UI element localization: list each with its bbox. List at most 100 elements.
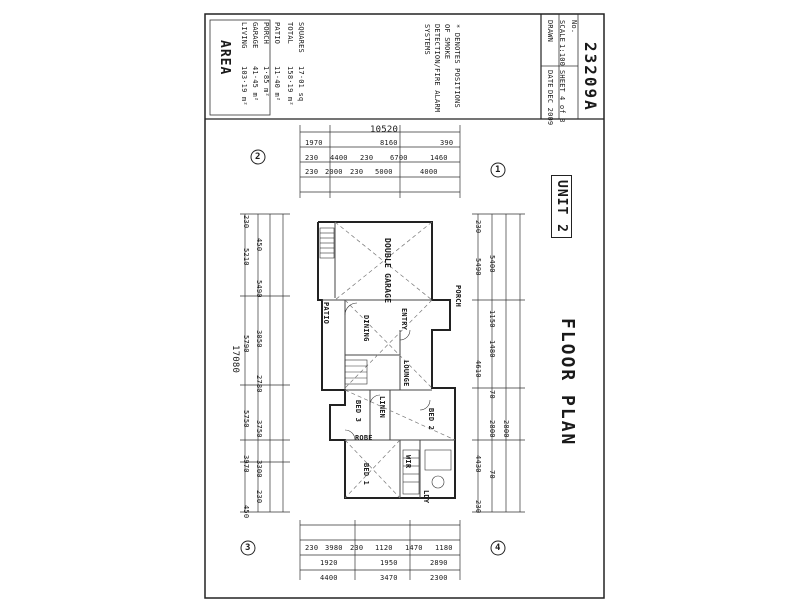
dimension-label: 1970 [305,139,323,147]
dimension-label: 4430 [474,455,482,473]
area-box [209,19,271,116]
grid-marker-1: 1 [495,165,501,175]
unit-title: UNIT 2 [551,175,572,238]
area-row-label: SQUARES [297,22,305,53]
dimension-label: 2890 [430,559,448,567]
room-label: ENTRY [400,308,408,331]
area-row-value: 158·19 m² [286,66,294,106]
room-label: BED 3 [354,400,362,423]
dimension-top-overall: 17080 [230,345,240,374]
sheet-value: 4 of 8 [558,96,566,123]
dimension-label: 8160 [380,139,398,147]
area-row-value: 17·01 sq [297,66,305,102]
room-label: WIR [404,455,412,469]
dimension-label: 1480 [488,340,496,358]
dimension-label: 3980 [325,544,343,552]
dimension-label: 3050 [255,330,263,348]
dimension-label: 70 [488,470,496,479]
date-label: DATE [546,70,554,88]
floor-plan-title: FLOOR PLAN [557,318,578,447]
room-label: LINEN [378,396,386,419]
dimension-lines-left [299,125,461,198]
dimension-label: 5000 [375,168,393,176]
dimension-lines-right [299,520,461,580]
dimension-label: 230 [360,154,374,162]
dimension-label: 4610 [474,360,482,378]
dimension-label: 230 [474,500,482,514]
area-row-label: PATIO [273,22,281,45]
dimension-label: 5490 [474,258,482,276]
sheet-border [204,13,605,599]
job-number-label: No. [570,20,578,34]
dimension-label: 5400 [488,255,496,273]
scale-value: 1:100 [558,44,566,67]
area-row-label: TOTAL [286,22,294,45]
dimension-label: 4400 [330,154,348,162]
grid-markers [240,149,506,556]
area-row-value: 41·45 m² [251,66,259,102]
dimension-label: 2800 [502,420,510,438]
dimension-label: 3750 [255,420,263,438]
area-row-label: LIVING [240,22,248,49]
dimension-label: 5750 [242,410,250,428]
area-heading: AREA [217,40,232,76]
room-label: BED 1 [362,463,370,486]
dimension-label: 450 [242,505,250,519]
room-label: DINING [362,315,370,342]
dimension-label: 1150 [488,310,496,328]
dimension-label: 2800 [488,420,496,438]
room-label: DOUBLE GARAGE [383,238,392,304]
dimension-label: 2300 [430,574,448,582]
area-row-value: 103·19 m² [240,66,248,106]
dimension-label: 2000 [325,168,343,176]
dimension-label: 5790 [242,335,250,353]
job-number: 23209A [581,42,600,112]
dimension-label: 1460 [430,154,448,162]
dimension-label: 2780 [255,375,263,393]
date-value: DEC 2009 [546,90,554,126]
room-label: ROBE [355,434,373,442]
room-label: LOUNGE [402,360,410,387]
dimension-label: 1180 [435,544,453,552]
dimension-label: 4400 [320,574,338,582]
dimension-label: 230 [350,168,364,176]
dimension-left-overall: 10520 [370,125,399,135]
dimension-label: 230 [305,544,319,552]
grid-marker-4: 4 [495,543,501,553]
dimension-label: 1470 [405,544,423,552]
dimension-label: 230 [474,220,482,234]
dimension-label: 6700 [390,154,408,162]
drawn-label: DRAWN [546,20,554,43]
dimension-label: 230 [242,215,250,229]
dimension-label: 230 [350,544,364,552]
dimension-label: 5490 [255,280,263,298]
dimension-label: 4000 [420,168,438,176]
room-label: BED 2 [427,408,435,431]
dimension-label: 3470 [380,574,398,582]
area-row-value: 11·40 m² [273,66,281,102]
garage-diagonals [334,221,456,499]
dimension-lines-top [240,213,290,513]
dimension-label: 5210 [242,248,250,266]
dimension-label: 230 [255,490,263,504]
grid-marker-2: 2 [255,152,261,162]
dimension-label: 1920 [320,559,338,567]
bathroom-fixtures [319,227,452,495]
smoke-detection-note: * DENOTES POSITIONS OF SMOKE DETECTION/F… [423,24,461,113]
dimension-label: 230 [305,154,319,162]
scale-label: SCALE [558,20,566,43]
room-label: LDY [422,490,430,504]
dimension-label: 230 [305,168,319,176]
dimension-lines-bottom [472,213,525,513]
dimension-label: 1950 [380,559,398,567]
room-label: PORCH [454,285,462,308]
dimension-label: 390 [440,139,454,147]
dimension-label: 70 [488,390,496,399]
dimension-label: 3300 [255,460,263,478]
area-row-label: PORCH [262,22,270,45]
area-row-value: 1·85 m² [262,66,270,97]
grid-marker-3: 3 [245,543,251,553]
area-row-label: GARAGE [251,22,259,49]
